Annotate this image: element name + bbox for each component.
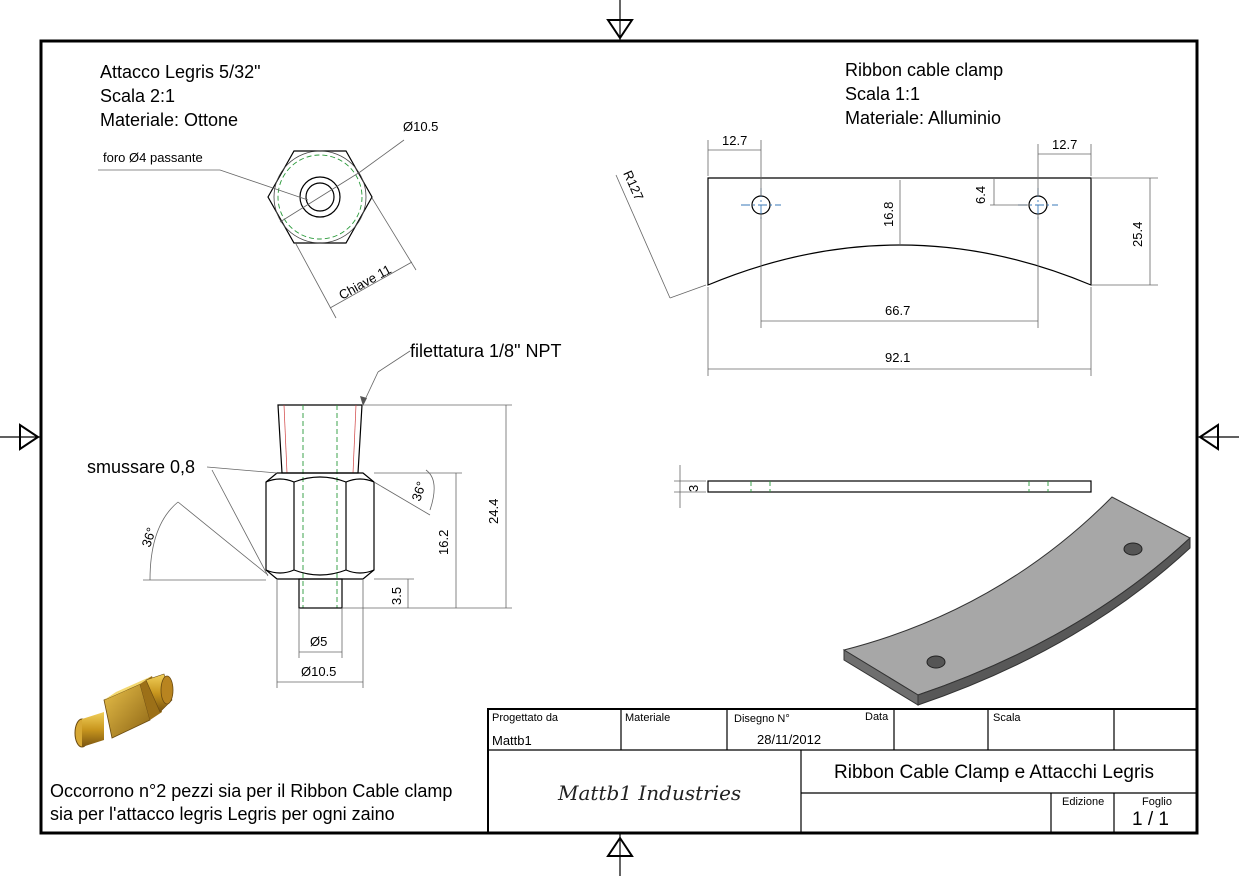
fitting-chamfer-label: smussare 0,8 <box>87 457 195 477</box>
title-block: Progettato da Mattb1 Materiale Disegno N… <box>487 708 1198 834</box>
fitting-scale: Scala 2:1 <box>100 86 175 106</box>
note-line-1: Occorrono n°2 pezzi sia per il Ribbon Ca… <box>50 781 452 801</box>
edition-label: Edizione <box>1062 796 1104 808</box>
date-label: Data <box>865 711 889 723</box>
clamp-3d-render <box>842 496 1191 706</box>
sheet-label: Foglio <box>1142 796 1172 808</box>
designed-by-value: Mattb1 <box>492 733 532 748</box>
clamp-front-view: 12.7 12.7 R127 6.4 16.8 25.4 66.7 92.1 <box>615 133 1158 376</box>
fitting-angle-left: 36° <box>139 526 159 549</box>
clamp-height: 25.4 <box>1130 222 1145 247</box>
clamp-right-offset: 12.7 <box>1052 137 1077 152</box>
production-note: Occorrono n°2 pezzi sia per il Ribbon Ca… <box>50 781 452 824</box>
fitting-height-stub: 3.5 <box>389 587 404 605</box>
designed-by-label: Progettato da <box>492 712 559 724</box>
fitting-title: Attacco Legris 5/32" <box>100 62 260 82</box>
clamp-center-height: 16.8 <box>881 202 896 227</box>
clamp-hole-spacing: 66.7 <box>885 303 910 318</box>
fitting-top-view: Ø10.5 foro Ø4 passante Chiave 11 <box>98 119 438 319</box>
note-line-2: sia per l'attacco legris Legris per ogni… <box>50 804 395 824</box>
clamp-title: Ribbon cable clamp <box>845 60 1003 80</box>
fitting-inner-diameter: Ø5 <box>310 634 327 649</box>
clamp-bottom-view: 3 <box>674 465 1092 508</box>
fitting-outer-diameter: Ø10.5 <box>301 664 336 679</box>
fitting-angle-right: 36° <box>409 480 429 503</box>
company-name: Mattb1 Industries <box>557 781 741 805</box>
fitting-3d-render <box>74 673 174 748</box>
scale-label: Scala <box>993 712 1021 724</box>
clamp-left-offset: 12.7 <box>722 133 747 148</box>
fitting-height-total: 24.4 <box>486 499 501 524</box>
date-value: 28/11/2012 <box>757 732 821 747</box>
fitting-hole-label: foro Ø4 passante <box>103 150 203 165</box>
fitting-top-diameter: Ø10.5 <box>403 119 438 134</box>
clamp-thickness: 3 <box>686 485 701 492</box>
drawing-title: Ribbon Cable Clamp e Attacchi Legris <box>834 762 1154 783</box>
clamp-radius: R127 <box>620 168 646 202</box>
fitting-side-view: filettatura 1/8" NPT smussare 0,8 36° 36… <box>87 341 561 688</box>
drawing-number-label: Disegno N° <box>734 713 790 725</box>
material-label: Materiale <box>625 712 670 724</box>
fitting-key-label: Chiave 11 <box>336 262 394 303</box>
fitting-material: Materiale: Ottone <box>100 110 238 130</box>
fitting-height-hex: 16.2 <box>436 530 451 555</box>
sheet-value: 1 / 1 <box>1132 809 1169 830</box>
fitting-thread-label: filettatura 1/8" NPT <box>410 341 561 361</box>
clamp-scale: Scala 1:1 <box>845 84 920 104</box>
fitting-header: Attacco Legris 5/32" Scala 2:1 Materiale… <box>100 62 260 130</box>
clamp-hole-y: 6.4 <box>973 186 988 204</box>
clamp-material: Materiale: Alluminio <box>845 108 1001 128</box>
clamp-width: 92.1 <box>885 350 910 365</box>
clamp-header: Ribbon cable clamp Scala 1:1 Materiale: … <box>845 60 1003 128</box>
